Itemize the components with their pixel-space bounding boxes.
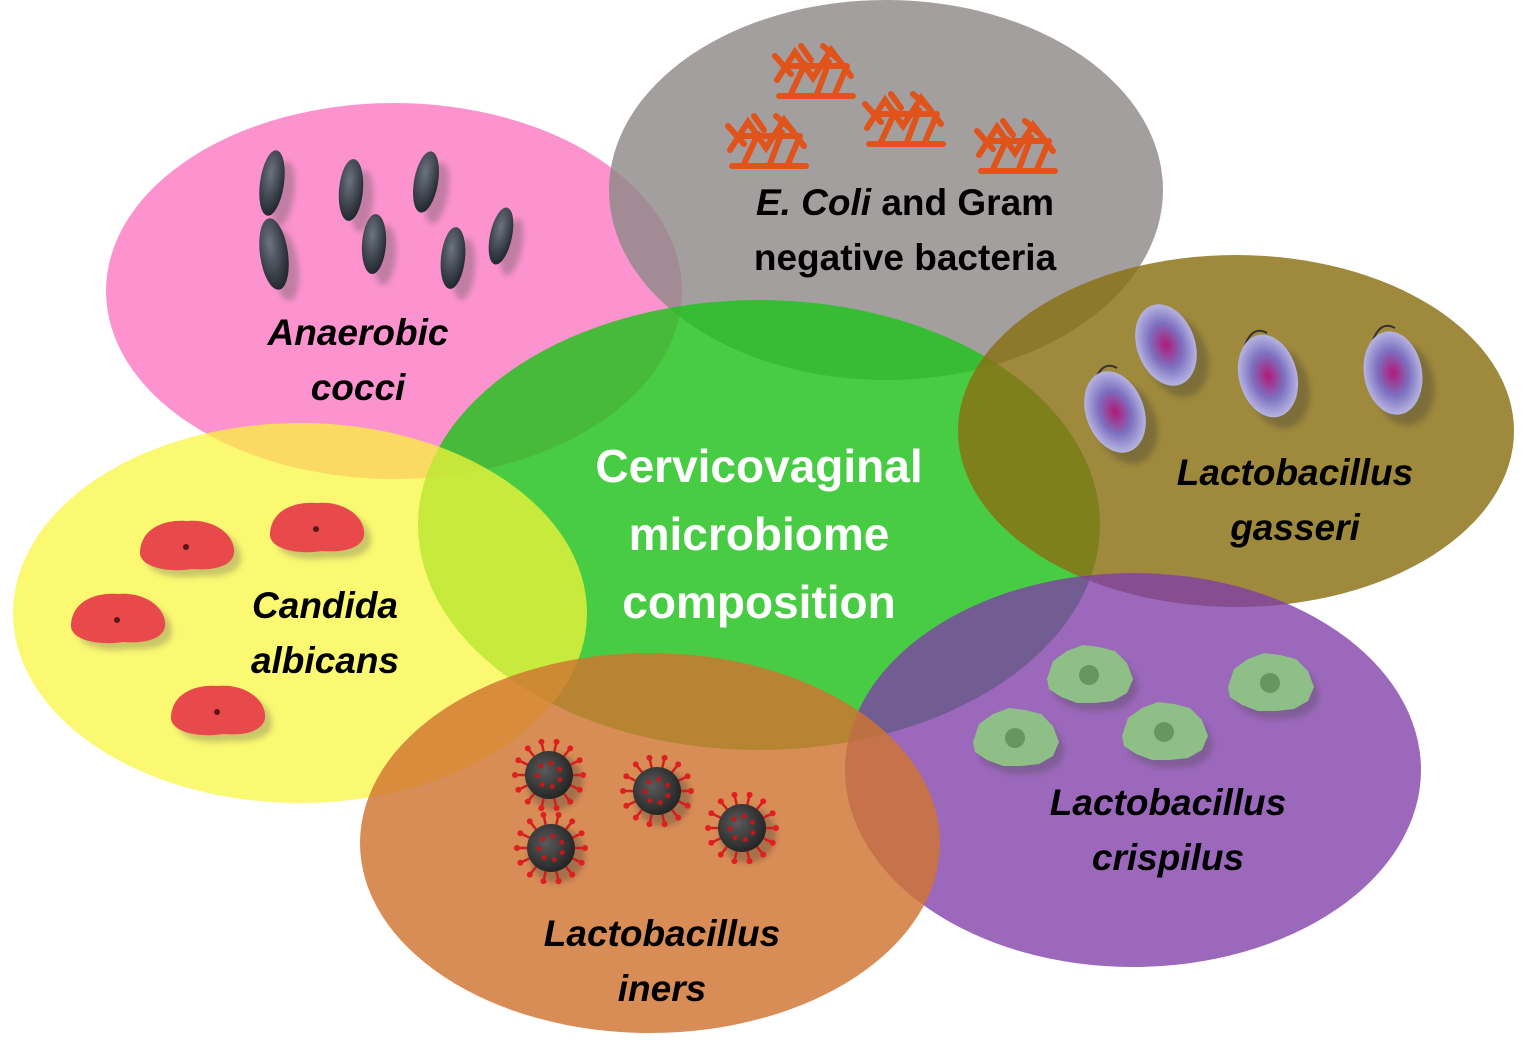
label-crispilus-line2: crispilus xyxy=(1091,837,1245,878)
rod-bacterium-icon xyxy=(338,159,374,232)
oval-bacterium-icon xyxy=(1084,364,1158,464)
center-label-line1: Cervicovaginal xyxy=(595,440,923,492)
center-label: Cervicovaginal microbiome composition xyxy=(559,432,959,636)
center-label-line2: microbiome xyxy=(628,508,890,560)
label-iners-line2: iners xyxy=(617,968,707,1009)
virus-icon xyxy=(705,791,779,865)
label-ecoli-italic: E. Coli xyxy=(755,182,872,223)
virus-icon xyxy=(514,811,588,885)
rod-bacterium-icon xyxy=(440,227,476,300)
label-candida-albicans: Candida albicans xyxy=(185,578,465,688)
virus-icon xyxy=(620,754,694,828)
rod-bacterium-icon xyxy=(488,207,524,276)
label-anaerobic-line1: Anaerobic xyxy=(267,312,449,353)
ecoli-cluster-icon xyxy=(862,91,946,147)
ecoli-cluster-icon xyxy=(772,43,856,99)
oval-bacterium-icon xyxy=(1135,304,1209,397)
ecoli-cluster-icon xyxy=(725,113,809,169)
green-rosette-icon xyxy=(1228,653,1320,719)
candida-cell-icon xyxy=(269,502,372,560)
label-anaerobic-cocci: Anaerobic cocci xyxy=(208,305,508,415)
region-candida-albicans xyxy=(13,423,587,803)
label-lactobacillus-iners: Lactobacillus iners xyxy=(512,906,812,1016)
region-lactobacillus-iners xyxy=(360,653,940,1033)
green-rosette-icon xyxy=(1122,702,1214,768)
label-crispilus-line1: Lactobacillus xyxy=(1049,782,1287,823)
crispilus-icon-group xyxy=(973,645,1320,774)
green-rosette-icon xyxy=(973,708,1065,774)
candida-cell-icon xyxy=(70,593,173,651)
candida-cell-icon xyxy=(170,685,273,743)
label-gasseri-line2: gasseri xyxy=(1230,507,1360,548)
label-ecoli: E. Coli and Gram negative bacteria xyxy=(700,175,1110,285)
region-ecoli xyxy=(609,0,1163,380)
label-ecoli-line1-rest: and Gram xyxy=(871,182,1055,223)
label-ecoli-line2: negative bacteria xyxy=(753,237,1057,278)
label-lactobacillus-gasseri: Lactobacillus gasseri xyxy=(1145,445,1445,555)
rod-bacterium-icon xyxy=(413,151,450,224)
label-anaerobic-line2: cocci xyxy=(310,367,406,408)
center-label-line3: composition xyxy=(622,576,896,628)
label-gasseri-line1: Lactobacillus xyxy=(1176,452,1414,493)
green-rosette-icon xyxy=(1047,645,1139,711)
rod-bacterium-icon xyxy=(259,150,295,227)
label-lactobacillus-crispilus: Lactobacillus crispilus xyxy=(1018,775,1318,885)
rod-bacterium-icon xyxy=(259,218,299,301)
ecoli-bacteria-icon-group xyxy=(725,43,1058,174)
candida-icon-group xyxy=(70,502,372,743)
gasseri-bacteria-icon-group xyxy=(1084,304,1435,464)
oval-bacterium-icon xyxy=(1363,324,1435,426)
label-iners-line1: Lactobacillus xyxy=(543,913,781,954)
rod-bacterium-icon xyxy=(361,214,397,285)
label-candida-line1: Candida xyxy=(252,585,398,626)
rod-bacteria-icon-group xyxy=(259,150,524,301)
iners-icon-group xyxy=(512,738,779,885)
label-candida-line2: albicans xyxy=(250,640,400,681)
label-ecoli-line1: E. Coli and Gram xyxy=(700,175,1110,230)
candida-cell-icon xyxy=(139,520,242,578)
ecoli-cluster-icon xyxy=(974,118,1058,174)
oval-bacterium-icon xyxy=(1237,329,1310,429)
virus-icon xyxy=(512,738,586,812)
